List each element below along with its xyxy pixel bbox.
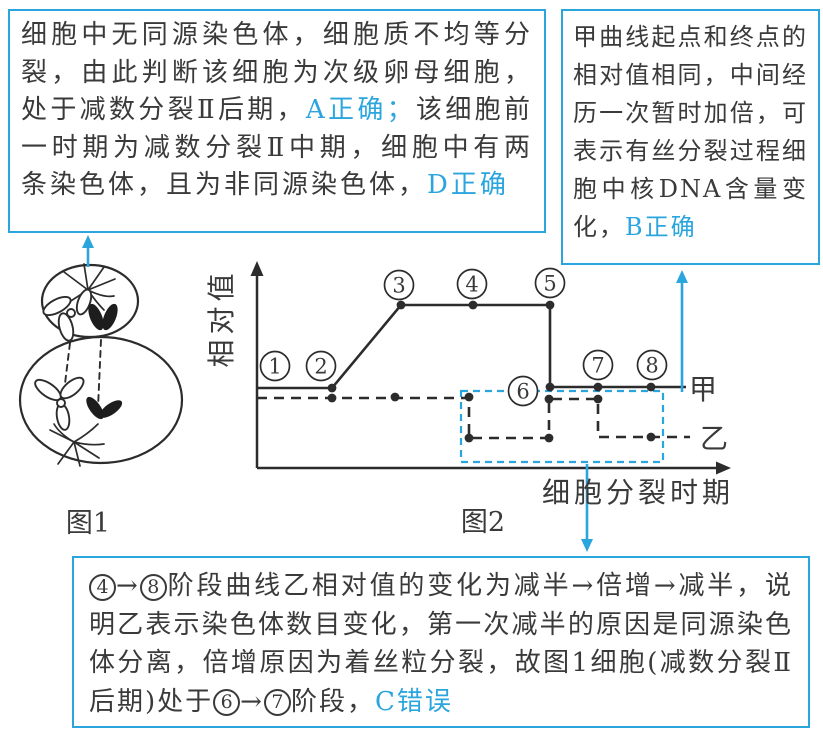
stage-marker-number: 8 [645, 354, 658, 378]
spindle-fiber-dashed-right [97, 339, 102, 409]
stage-marker-circle [507, 375, 539, 407]
data-point [396, 300, 406, 310]
text-segment: 该细胞前一时期为减数分裂Ⅱ中期，细胞中有两条染色体，且为非同源染色体， [21, 95, 533, 200]
stage-marker-number: 5 [543, 272, 556, 296]
annotation-box-top-right: 甲曲线起点和终点的相对值相同，中间经历一次暂时加倍，可表示有丝分裂过程细胞中核D… [561, 9, 820, 265]
data-point [390, 392, 400, 402]
connector-arrows [82, 235, 688, 552]
stage-marker-number: 2 [314, 355, 327, 379]
stage-marker-circle [456, 268, 488, 300]
stage-marker-number: 6 [516, 380, 529, 404]
stage-marker-number: 3 [392, 274, 405, 298]
y-axis-arrowhead [250, 261, 264, 276]
chromosome-white-bottom [34, 376, 85, 431]
data-point [544, 394, 554, 404]
circled-stage-number: 8 [139, 573, 167, 601]
data-point [646, 382, 656, 392]
text-segment: 细胞中无同源染色体，细胞质不均等分裂，由此判断该细胞为次级卵母细胞，处于减数分裂… [21, 20, 533, 125]
figure1-caption: 图1 [66, 508, 110, 539]
data-point [468, 300, 478, 310]
chromosome-black-top [88, 303, 118, 331]
figure2-plot: 1 2 3 4 5 6 7 8 [257, 267, 690, 464]
text-segment: 甲曲线起点和终点的相对值相同，中间经历一次暂时加倍，可表示有丝分裂过程细胞中核D… [573, 23, 808, 241]
data-point [327, 383, 337, 393]
figure2-axes [250, 261, 731, 475]
stage-marker-circle [259, 350, 291, 382]
data-point [593, 382, 603, 392]
data-point [464, 392, 474, 402]
answer-judgment-text: D正确 [427, 170, 509, 200]
stage-marker-circle [305, 350, 337, 382]
chromosome-black-bottom [86, 396, 123, 420]
x-axis-arrowhead [716, 461, 731, 475]
stage-marker-circle [383, 269, 415, 301]
stage-marker-number: 4 [465, 273, 478, 297]
chromosome-white-top [42, 288, 93, 342]
x-axis-label: 细胞分裂时期 [542, 476, 734, 509]
text-segment: → [116, 571, 140, 601]
text-segment: 阶段曲线乙相对值的变化为减半→倍增→减半，说明乙表示染色体数目变化，第一次减半的… [89, 571, 793, 717]
connector-arrowhead [676, 270, 688, 283]
figure2-caption: 图2 [461, 507, 505, 538]
stage-marker-circle [636, 349, 668, 381]
highlight-region-rect [459, 389, 665, 464]
stage-marker-circle [534, 267, 566, 299]
circled-stage-number: 7 [263, 689, 291, 716]
data-point [545, 382, 555, 392]
stage-marker-number: 7 [591, 354, 604, 378]
circled-stage-number: 6 [213, 689, 241, 716]
answer-judgment-text: B正确 [625, 213, 697, 241]
stage-marker-circle [582, 349, 614, 381]
answer-judgment-text: A正确； [305, 95, 416, 125]
series-jia-label: 甲 [689, 373, 717, 406]
data-point [327, 393, 337, 403]
stage-marker-number: 1 [268, 355, 281, 379]
text-segment: 阶段， [290, 686, 375, 717]
y-axis-label: 相对值 [205, 268, 238, 367]
series-yi-label: 乙 [700, 422, 728, 455]
data-point [464, 433, 474, 443]
annotation-box-top-left: 细胞中无同源染色体，细胞质不均等分裂，由此判断该细胞为次级卵母细胞，处于减数分裂… [8, 9, 546, 233]
text-segment: → [240, 686, 264, 717]
figure1-cell-diagram [18, 263, 184, 467]
connector-arrowhead [581, 539, 593, 552]
data-point [593, 394, 603, 404]
data-point [545, 300, 555, 310]
data-point [544, 433, 554, 443]
data-point [646, 432, 656, 442]
circled-stage-number: 4 [89, 573, 116, 601]
spindle-aster-bottom [49, 423, 105, 467]
connector-arrowhead [82, 235, 94, 248]
series-line-yi [257, 396, 690, 440]
answer-judgment-text: C错误 [374, 686, 453, 717]
